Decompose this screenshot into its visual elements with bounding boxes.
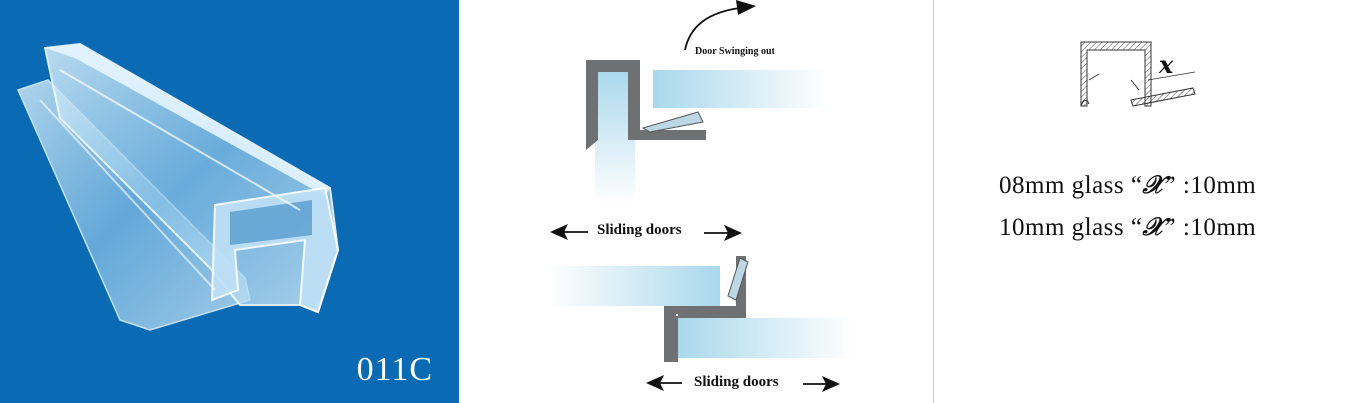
spec-row-08mm: 08mm glass “𝒳” :10mm	[999, 170, 1257, 199]
profile-cross-section	[1080, 41, 1196, 107]
installation-diagram-panel: Door Swinging out Sliding doors Sliding …	[478, 0, 933, 403]
swing-label: Door Swinging out	[695, 46, 775, 57]
product-code: 011C	[356, 351, 433, 388]
sliding-label-top: Sliding doors	[597, 222, 682, 238]
profile-x-label: x	[1159, 50, 1174, 79]
installation-diagram	[548, 0, 853, 392]
seal-profile-top	[586, 60, 706, 150]
spec-row-10mm: 10mm glass “𝒳” :10mm	[999, 212, 1257, 241]
door-glass-right	[678, 318, 853, 358]
door-glass-left	[548, 266, 720, 306]
divider-right	[933, 0, 934, 403]
sliding-label-bottom: Sliding doors	[694, 374, 779, 390]
product-photo-panel: 011C	[0, 0, 459, 403]
seal-profile-illustration	[16, 42, 340, 331]
specification-panel: x 08mm glass “𝒳” :10mm 10mm glass “𝒳” :1…	[963, 0, 1349, 403]
swing-arrow	[684, 7, 741, 51]
door-glass-top	[653, 70, 828, 108]
swing-arrow-head	[736, 0, 756, 15]
